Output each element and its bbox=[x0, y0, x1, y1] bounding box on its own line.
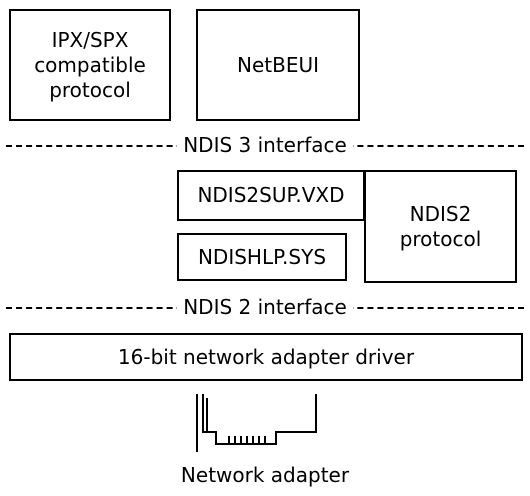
netbeui-box: NetBEUI bbox=[196, 9, 360, 121]
ndis3-interface-label: NDIS 3 interface bbox=[177, 133, 353, 157]
ndis2sup-vxd-label: NDIS2SUP.VXD bbox=[197, 183, 345, 207]
network-adapter-card-icon bbox=[196, 394, 317, 452]
ndishlp-sys-label: NDISHLP.SYS bbox=[197, 244, 327, 269]
ndis3-interface-separator: NDIS 3 interface bbox=[0, 133, 530, 157]
ipx-spx-protocol-label: IPX/SPX compatible protocol bbox=[34, 27, 146, 102]
ndis2-interface-label: NDIS 2 interface bbox=[177, 295, 353, 319]
ndis2-protocol-box: NDIS2 protocol bbox=[364, 170, 517, 283]
ndis2-protocol-label: NDIS2 protocol bbox=[399, 201, 482, 251]
netbeui-label: NetBEUI bbox=[236, 52, 319, 77]
adapter-driver-box: 16-bit network adapter driver bbox=[9, 333, 523, 381]
ndis2-interface-separator: NDIS 2 interface bbox=[0, 295, 530, 319]
ndis2sup-vxd-box: NDIS2SUP.VXD bbox=[177, 170, 365, 221]
adapter-driver-label: 16-bit network adapter driver bbox=[117, 344, 415, 369]
network-adapter-label: Network adapter bbox=[180, 463, 350, 487]
ipx-spx-protocol-box: IPX/SPX compatible protocol bbox=[9, 9, 171, 121]
ndishlp-sys-box: NDISHLP.SYS bbox=[177, 233, 347, 281]
